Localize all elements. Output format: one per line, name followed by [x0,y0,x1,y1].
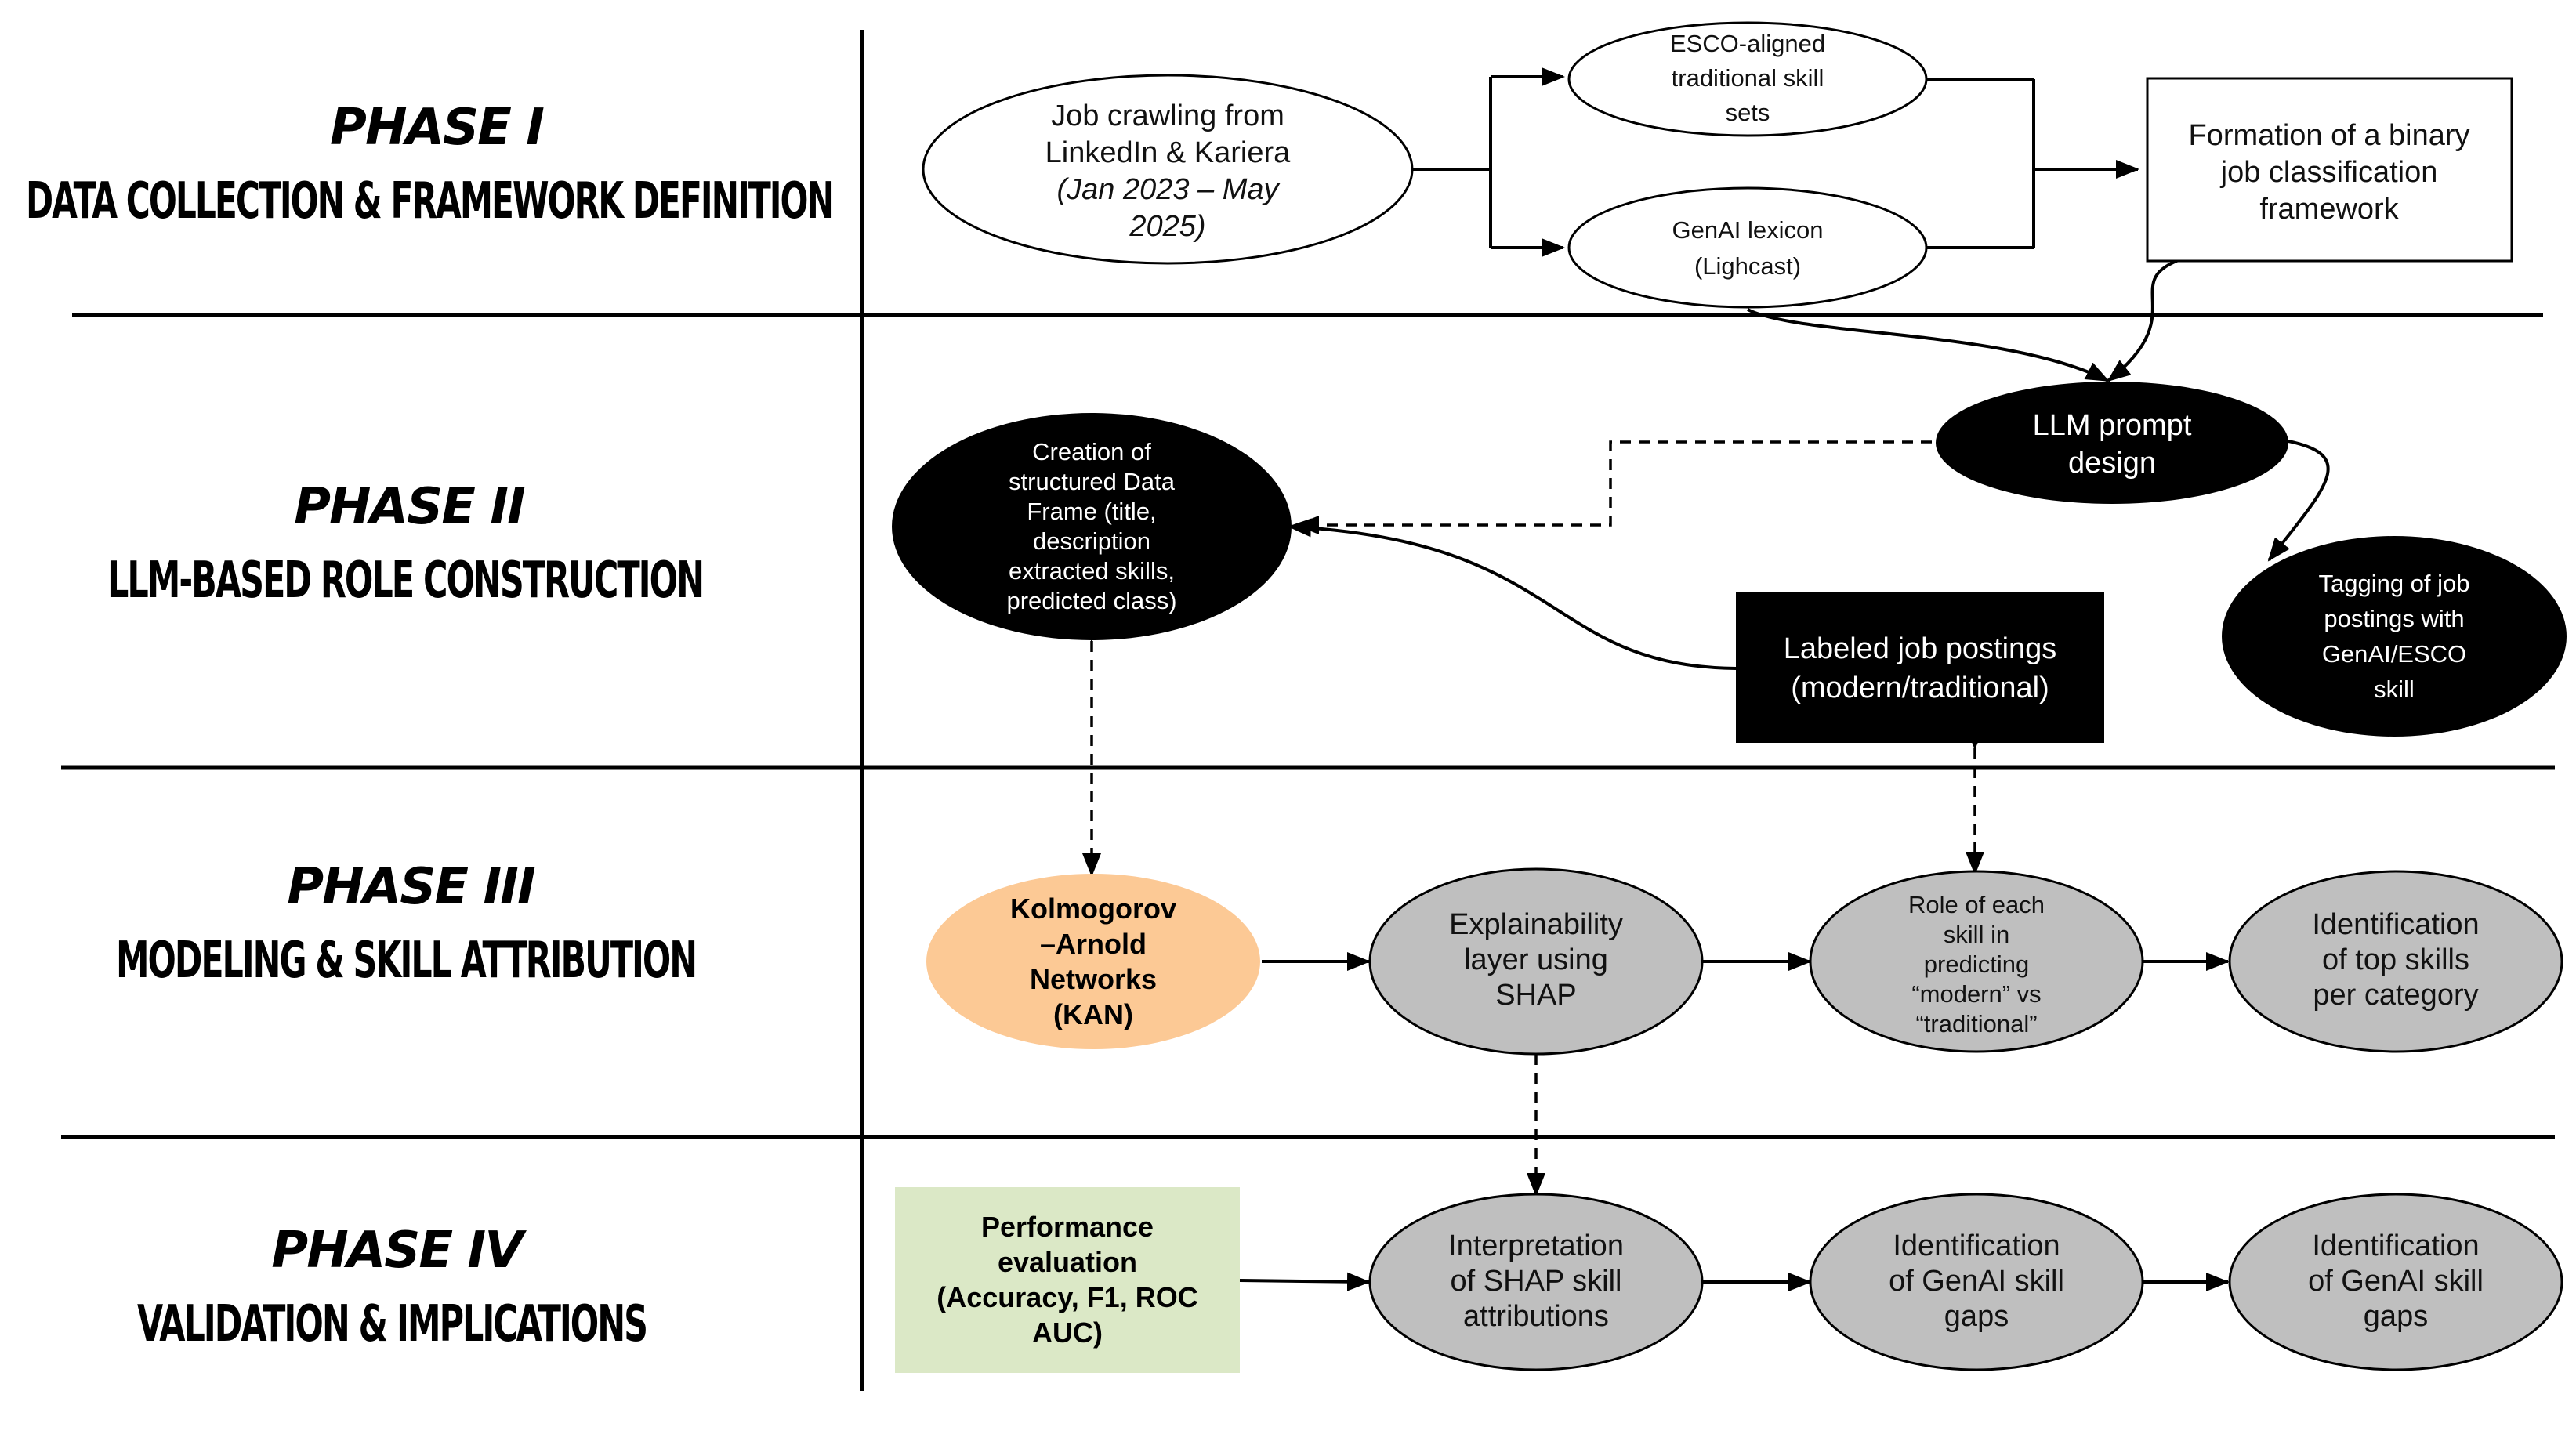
svg-text:(Jan 2023 – May: (Jan 2023 – May [1056,173,1280,206]
svg-text:Identification: Identification [2312,1229,2479,1262]
svg-text:layer using: layer using [1464,943,1608,976]
phase-2-label: PHASE II LLM-BASED ROLE CONSTRUCTION [107,478,705,610]
svg-text:(modern/traditional): (modern/traditional) [1791,672,2049,704]
svg-text:Role of each: Role of each [1908,891,2045,918]
svg-text:Frame (title,: Frame (title, [1027,498,1156,525]
svg-text:Labeled job postings: Labeled job postings [1784,632,2057,665]
svg-text:GenAI/ESCO: GenAI/ESCO [2322,640,2466,668]
binary-framework-node: Formation of a binary job classification… [2146,77,2513,263]
svg-text:Performance: Performance [981,1211,1154,1243]
phase-1-label: PHASE I DATA COLLECTION & FRAMEWORK DEFI… [26,99,835,230]
svg-text:predicting: predicting [1924,951,2029,978]
svg-text:predicted class): predicted class) [1006,587,1176,614]
genai-lexicon-node: GenAI lexicon (Lighcast) [1567,186,1928,309]
svg-text:Creation of: Creation of [1032,438,1151,465]
svg-text:LLM prompt: LLM prompt [2033,409,2192,442]
svg-text:Formation of a binary: Formation of a binary [2188,119,2469,152]
edge-prompt-dataframe-dashed [1295,440,1932,534]
svg-text:2025): 2025) [1129,210,1205,243]
svg-text:AUC): AUC) [1032,1316,1103,1349]
esco-skills-node: ESCO-aligned traditional skill sets [1567,21,1928,137]
svg-text:per category: per category [2313,979,2478,1012]
skill-role-node: Role of each skill in predicting “modern… [1809,870,2144,1053]
phase-4-title: PHASE IV [271,1222,527,1280]
svg-text:postings with: postings with [2324,605,2464,632]
top-skills-node: Identification of top skills per categor… [2228,870,2563,1053]
phase-3-label: PHASE III MODELING & SKILL ATTRIBUTION [116,858,698,990]
svg-text:skill: skill [2374,675,2415,703]
svg-text:(KAN): (KAN) [1053,998,1133,1030]
svg-text:evaluation: evaluation [998,1246,1137,1278]
svg-text:description: description [1033,527,1150,555]
job-crawling-node: Job crawling from LinkedIn & Kariera (Ja… [922,74,1414,265]
genai-gaps-node-2: Identification of GenAI skill gaps [2228,1193,2563,1371]
genai-gaps-node-1: Identification of GenAI skill gaps [1809,1193,2144,1371]
svg-text:extracted skills,: extracted skills, [1009,557,1175,585]
svg-text:Job crawling from: Job crawling from [1051,100,1284,132]
phase-4-subtitle: VALIDATION & IMPLICATIONS [137,1295,647,1353]
svg-text:–Arnold: –Arnold [1040,928,1147,960]
svg-text:Tagging of job: Tagging of job [2318,570,2469,597]
svg-text:of GenAI skill: of GenAI skill [1889,1265,2064,1298]
svg-text:gaps: gaps [2364,1300,2428,1333]
phase-3-title: PHASE III [287,858,535,916]
svg-text:gaps: gaps [1944,1300,2009,1333]
svg-text:design: design [2068,447,2156,480]
svg-text:“modern” vs: “modern” vs [1911,980,2041,1008]
phase-4-label: PHASE IV VALIDATION & IMPLICATIONS [137,1222,649,1353]
phase-3-subtitle: MODELING & SKILL ATTRIBUTION [116,932,696,990]
edge-lexicon-to-prompt [1747,308,2110,382]
svg-text:job classification: job classification [2220,156,2438,189]
svg-text:skill in: skill in [1944,921,2009,948]
labeled-postings-node: Labeled job postings (modern/traditional… [1736,592,2104,743]
svg-text:GenAI lexicon: GenAI lexicon [1672,216,1824,244]
svg-text:Interpretation: Interpretation [1448,1229,1624,1262]
phase-2-title: PHASE II [294,478,525,536]
svg-text:(Accuracy, F1, ROC: (Accuracy, F1, ROC [937,1281,1197,1313]
edge-perf-to-interp [1239,1272,1371,1291]
svg-text:of SHAP skill: of SHAP skill [1451,1265,1622,1298]
edge-framework-to-prompt [2107,257,2183,382]
svg-text:Networks: Networks [1030,963,1157,995]
svg-text:Kolmogorov: Kolmogorov [1010,893,1176,925]
svg-text:structured Data: structured Data [1009,468,1176,495]
svg-text:sets: sets [1726,99,1770,126]
svg-text:(Lighcast): (Lighcast) [1694,252,1801,280]
svg-text:of top skills: of top skills [2322,943,2469,976]
svg-text:of GenAI skill: of GenAI skill [2308,1265,2484,1298]
svg-text:LinkedIn & Kariera: LinkedIn & Kariera [1045,136,1291,169]
svg-text:Explainability: Explainability [1449,908,1623,941]
svg-text:Identification: Identification [1893,1229,2060,1262]
svg-text:SHAP: SHAP [1495,979,1576,1012]
svg-text:“traditional”: “traditional” [1915,1010,2037,1037]
shap-interpretation-node: Interpretation of SHAP skill attribution… [1368,1193,1704,1371]
phase-1-subtitle: DATA COLLECTION & FRAMEWORK DEFINITION [26,172,833,230]
svg-text:Identification: Identification [2312,908,2479,941]
tagging-node: Tagging of job postings with GenAI/ESCO … [2222,536,2567,737]
performance-node: Performance evaluation (Accuracy, F1, RO… [895,1187,1240,1373]
edge-prompt-to-tagging [2267,439,2330,562]
phase-2-subtitle: LLM-BASED ROLE CONSTRUCTION [107,552,703,610]
phase-1-title: PHASE I [330,99,544,157]
llm-prompt-node: LLM prompt design [1936,382,2288,504]
svg-text:attributions: attributions [1463,1300,1609,1333]
edge-postings-to-dataframe [1288,518,1737,670]
svg-text:framework: framework [2259,193,2399,226]
svg-text:traditional skill: traditional skill [1672,64,1824,92]
kan-node: Kolmogorov –Arnold Networks (KAN) [926,874,1260,1049]
shap-layer-node: Explainability layer using SHAP [1368,867,1704,1056]
svg-text:ESCO-aligned: ESCO-aligned [1670,30,1825,57]
data-frame-node: Creation of structured Data Frame (title… [892,413,1292,640]
